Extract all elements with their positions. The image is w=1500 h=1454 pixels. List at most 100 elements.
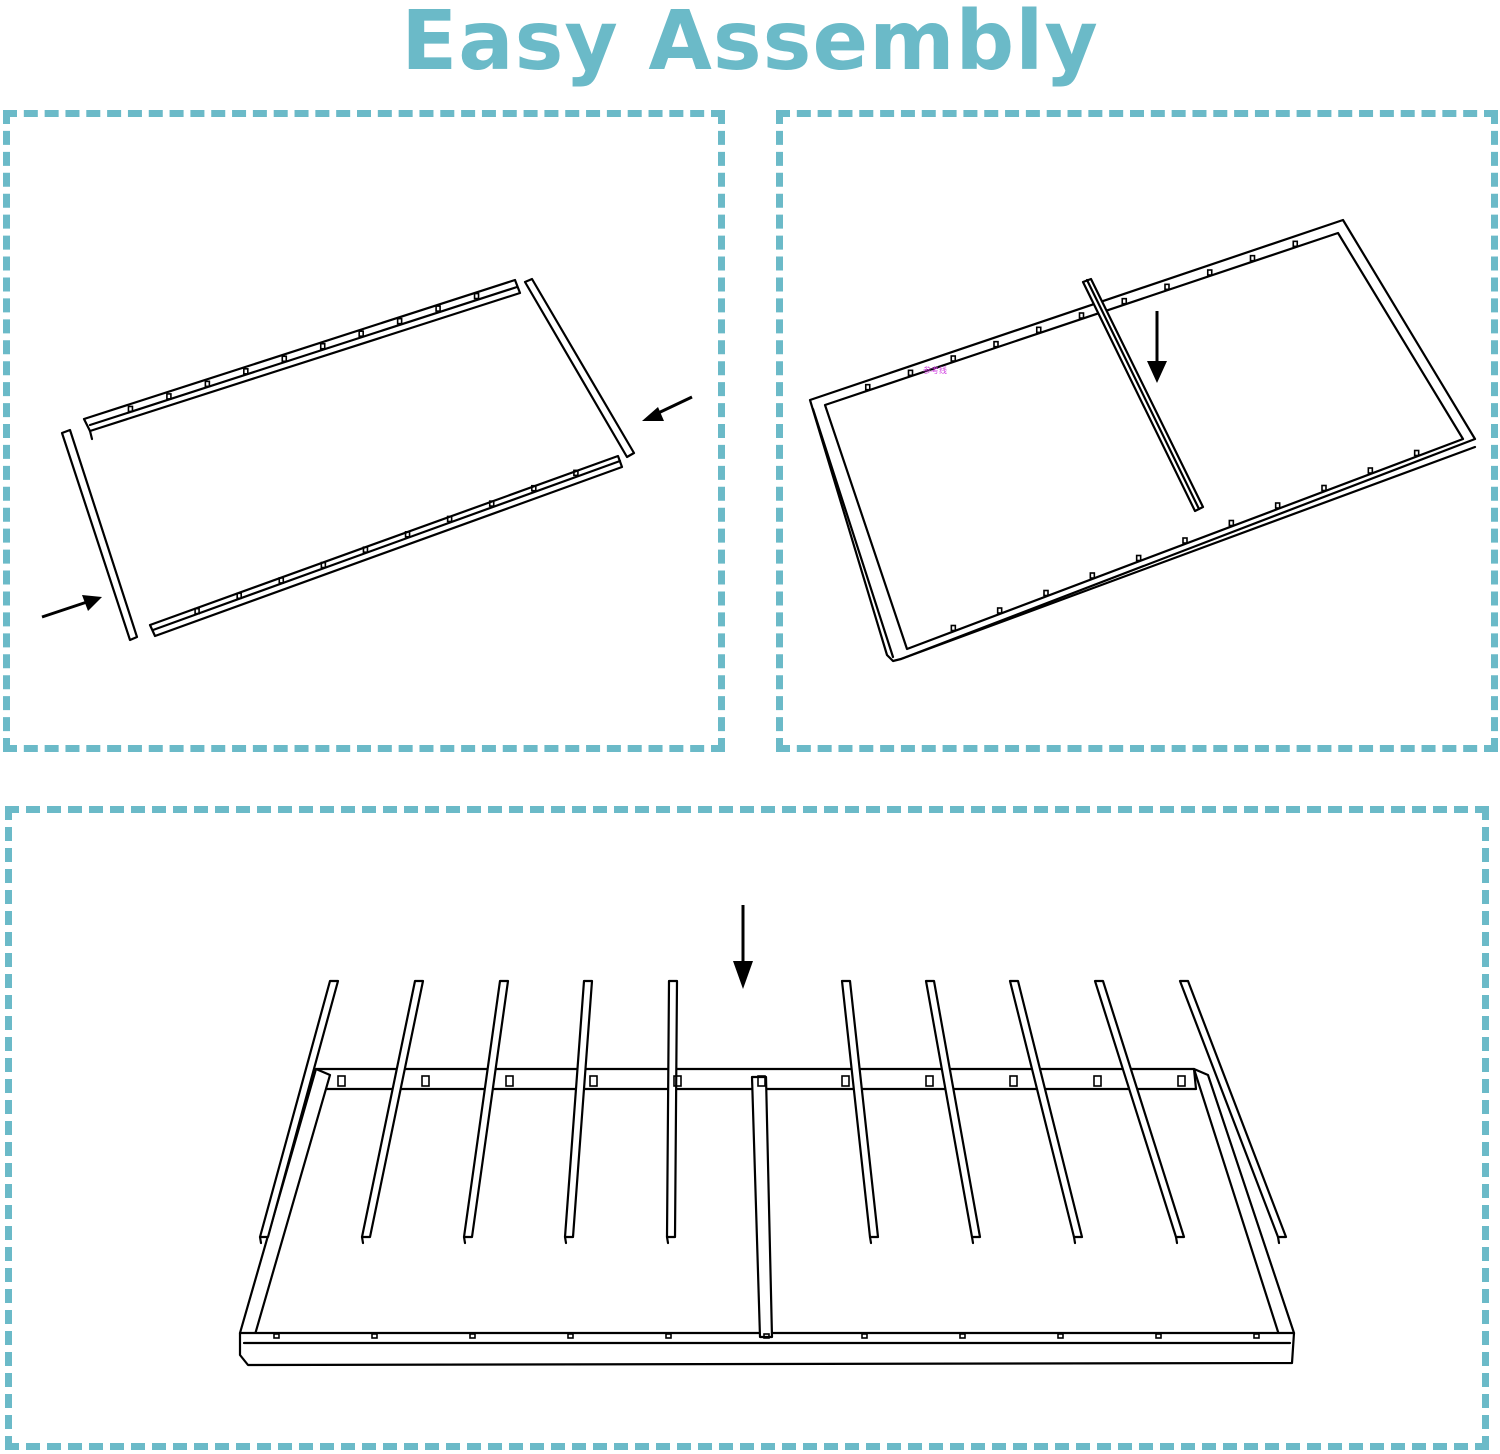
slot-mark xyxy=(1089,572,1096,579)
slot-mark xyxy=(446,515,453,523)
step-3-panel xyxy=(5,806,1489,1450)
slot-mark xyxy=(396,317,403,325)
slot-mark xyxy=(1249,254,1256,262)
slot-mark xyxy=(404,531,411,538)
slat-end xyxy=(462,1235,467,1245)
slat-end xyxy=(970,1235,975,1245)
slot-mark xyxy=(1321,484,1327,492)
step-1-panel xyxy=(3,110,725,752)
slot-mark xyxy=(505,1075,514,1087)
slot-mark xyxy=(950,624,957,632)
slot-mark xyxy=(950,355,957,362)
slot-mark xyxy=(993,340,999,348)
slot-mark xyxy=(907,369,914,377)
slat-end xyxy=(1174,1235,1179,1245)
slot-mark xyxy=(573,469,579,477)
slot-mark xyxy=(1206,269,1213,276)
slot-mark xyxy=(1078,312,1085,319)
slat-end xyxy=(1072,1235,1077,1245)
slot-mark xyxy=(925,1075,934,1087)
slot-mark xyxy=(319,342,326,350)
slot-mark xyxy=(757,1075,766,1087)
slot-mark xyxy=(589,1075,598,1087)
slot-mark xyxy=(469,1333,476,1339)
slot-mark xyxy=(337,1075,346,1087)
arrow-down xyxy=(1147,311,1167,383)
slot-mark xyxy=(665,1333,672,1339)
slot-mark xyxy=(278,577,285,584)
bed-slat xyxy=(360,979,425,1239)
slot-mark xyxy=(996,607,1003,614)
slot-mark xyxy=(371,1333,378,1339)
bed-slat xyxy=(1178,979,1288,1239)
slot-mark xyxy=(1292,240,1299,248)
slot-mark xyxy=(841,1075,850,1087)
slat-end xyxy=(563,1235,568,1245)
slot-mark xyxy=(194,607,200,615)
slot-mark xyxy=(864,383,871,391)
bed-slat xyxy=(924,979,982,1239)
rail-slots xyxy=(864,240,1420,632)
slot-mark xyxy=(531,484,537,492)
bed-slat xyxy=(563,979,594,1239)
slot-mark xyxy=(236,592,242,600)
center-support-rail xyxy=(1081,277,1205,513)
reference-label: 参考线 xyxy=(923,365,947,375)
slot-mark xyxy=(1121,297,1128,305)
slot-mark xyxy=(1035,326,1042,334)
slot-mark xyxy=(567,1333,574,1339)
arrow-right xyxy=(642,395,693,421)
slot-mark xyxy=(273,1333,280,1339)
slat-end xyxy=(665,1235,670,1245)
slot-mark xyxy=(763,1333,770,1339)
arrow-down xyxy=(733,905,753,989)
bed-slat xyxy=(258,979,340,1239)
arrow-left xyxy=(41,595,102,619)
slot-mark xyxy=(1413,449,1420,457)
slot-mark xyxy=(673,1075,682,1087)
step-2-panel: 参考线 xyxy=(776,110,1498,752)
slot-mark xyxy=(1177,1075,1186,1087)
bed-slat xyxy=(665,979,679,1239)
slot-mark xyxy=(127,405,134,413)
slot-mark xyxy=(320,561,327,569)
top-side-rail xyxy=(82,278,522,441)
slot-mark xyxy=(1155,1333,1162,1339)
slot-mark xyxy=(204,380,211,388)
slot-mark xyxy=(1009,1075,1018,1087)
step-2-drawing: 参考线 xyxy=(808,218,1477,663)
left-end-rail xyxy=(60,428,139,642)
slat-end xyxy=(360,1235,365,1245)
bed-slat xyxy=(462,979,510,1239)
slot-mark xyxy=(1367,467,1374,474)
slot-mark xyxy=(1043,589,1049,597)
slot-mark xyxy=(421,1075,430,1087)
slot-mark xyxy=(861,1333,868,1339)
slot-mark xyxy=(1135,554,1142,562)
bed-slat xyxy=(840,979,880,1239)
right-end-rail xyxy=(523,277,636,459)
slot-mark xyxy=(1164,283,1170,291)
rail-slots xyxy=(273,1075,1260,1339)
slot-mark xyxy=(1057,1333,1064,1339)
slot-mark xyxy=(1228,519,1235,527)
bottom-side-rail xyxy=(148,454,624,638)
bed-slat xyxy=(1008,979,1084,1239)
slats-group xyxy=(258,979,1288,1245)
slot-mark xyxy=(473,292,480,300)
step-3-drawing xyxy=(238,905,1296,1367)
slat-end xyxy=(868,1235,873,1245)
slot-mark xyxy=(281,355,288,363)
slot-mark xyxy=(1093,1075,1102,1087)
page-title: Easy Assembly xyxy=(401,0,1099,89)
slot-mark xyxy=(362,546,369,553)
assembled-frame xyxy=(808,218,1477,663)
slot-mark xyxy=(1182,537,1188,544)
slat-end xyxy=(1276,1235,1281,1245)
rail-slots xyxy=(127,292,579,615)
slot-mark xyxy=(1253,1333,1260,1339)
slot-mark xyxy=(166,393,172,400)
bed-slat xyxy=(1093,979,1186,1239)
slot-mark xyxy=(488,500,495,507)
slat-end xyxy=(258,1235,263,1245)
